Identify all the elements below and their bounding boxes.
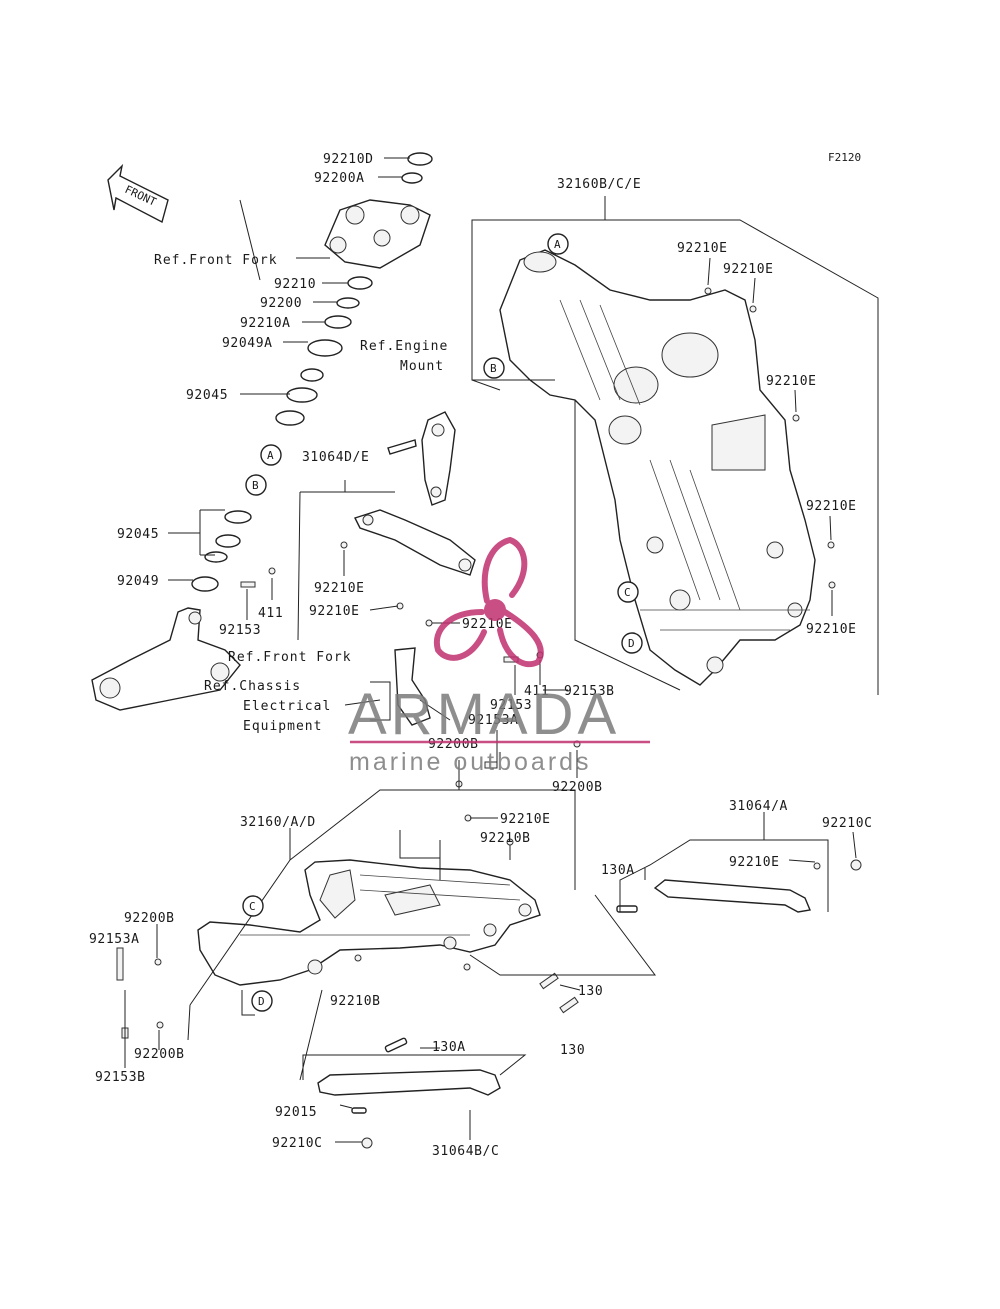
label-92210E-c: 92210E xyxy=(462,617,513,632)
label-92015: 92015 xyxy=(275,1105,317,1120)
label-92210E-g: 92210E xyxy=(806,499,857,514)
stay-upper xyxy=(616,859,862,913)
propeller-logo-icon xyxy=(433,536,544,668)
label-92210C-b: 92210C xyxy=(272,1136,323,1151)
label-32160BCE: 32160B/C/E xyxy=(557,177,641,192)
circle-marker-b-left: B xyxy=(245,474,267,496)
steering-stem-parts xyxy=(91,152,433,711)
label-92153A-b: 92153A xyxy=(89,932,140,947)
label-92200: 92200 xyxy=(260,296,302,311)
label-92153A-a: 92153A xyxy=(468,713,519,728)
label-92210D: 92210D xyxy=(323,152,374,167)
label-92153B-b: 92153B xyxy=(95,1070,146,1085)
circle-marker-d-top: D xyxy=(621,632,643,654)
svg-text:D: D xyxy=(258,995,265,1008)
label-ref-engine-mount-1: Ref.Engine xyxy=(360,339,448,354)
label-31064DE: 31064D/E xyxy=(302,450,369,465)
figure-code: F2120 xyxy=(828,151,861,164)
label-92200B-b: 92200B xyxy=(552,780,603,795)
label-411-a: 411 xyxy=(258,606,283,621)
label-92045-top: 92045 xyxy=(186,388,228,403)
main-frame xyxy=(499,249,816,686)
watermark-tagline: marine outboards xyxy=(349,748,592,776)
label-92200B-d: 92200B xyxy=(134,1047,185,1062)
circle-marker-b-top: B xyxy=(483,357,505,379)
label-130A-a: 130A xyxy=(601,863,635,878)
svg-text:D: D xyxy=(628,637,635,650)
circle-marker-a-left: A xyxy=(260,444,282,466)
label-31064A: 31064/A xyxy=(729,799,788,814)
svg-text:A: A xyxy=(554,238,561,251)
label-92210B-a: 92210B xyxy=(480,831,531,846)
label-ref-chassis-3: Equipment xyxy=(243,719,322,734)
front-arrow-icon: FRONT xyxy=(107,163,169,224)
label-92210E-a: 92210E xyxy=(314,581,365,596)
watermark: ARMADA marine outboards xyxy=(348,536,650,776)
label-92210E-j: 92210E xyxy=(729,855,780,870)
leader-lines xyxy=(124,157,879,1143)
svg-text:C: C xyxy=(249,900,256,913)
svg-text:B: B xyxy=(490,362,497,375)
fork-bracket xyxy=(354,509,476,726)
circle-marker-c-top: C xyxy=(617,581,639,603)
sub-frame xyxy=(197,859,541,986)
label-92210E-f: 92210E xyxy=(766,374,817,389)
label-130A-b: 130A xyxy=(432,1040,466,1055)
label-ref-front-fork-mid: Ref.Front Fork xyxy=(228,650,352,665)
svg-text:C: C xyxy=(624,586,631,599)
label-92045-bottom: 92045 xyxy=(117,527,159,542)
label-92210E-h: 92210E xyxy=(806,622,857,637)
label-ref-front-fork-top: Ref.Front Fork xyxy=(154,253,278,268)
svg-text:A: A xyxy=(267,449,274,462)
label-92210: 92210 xyxy=(274,277,316,292)
label-130-a: 130 xyxy=(578,984,603,999)
label-92200B-c: 92200B xyxy=(124,911,175,926)
label-92200A: 92200A xyxy=(314,171,365,186)
label-92210E-d: 92210E xyxy=(677,241,728,256)
svg-text:B: B xyxy=(252,479,259,492)
circle-marker-d-bottom: D xyxy=(251,990,273,1012)
watermark-brand: ARMADA xyxy=(348,682,620,747)
label-92210B-b: 92210B xyxy=(330,994,381,1009)
label-411-b: 411 xyxy=(524,684,549,699)
label-92210A: 92210A xyxy=(240,316,291,331)
label-92049A: 92049A xyxy=(222,336,273,351)
engine-mount-bracket xyxy=(387,411,456,506)
label-92210E-b: 92210E xyxy=(309,604,360,619)
label-92153B-a: 92153B xyxy=(564,684,615,699)
label-ref-chassis-1: Ref.Chassis xyxy=(204,679,301,694)
label-92210E-i: 92210E xyxy=(500,812,551,827)
label-92210C-a: 92210C xyxy=(822,816,873,831)
label-ref-chassis-2: Electrical xyxy=(243,699,331,714)
label-92153-a: 92153 xyxy=(219,623,261,638)
label-130-b: 130 xyxy=(560,1043,585,1058)
circle-marker-c-bottom: C xyxy=(242,895,264,917)
label-ref-engine-mount-2: Mount xyxy=(400,359,444,374)
label-92153-b: 92153 xyxy=(490,698,532,713)
label-31064BC: 31064B/C xyxy=(432,1144,499,1159)
label-92049: 92049 xyxy=(117,574,159,589)
circle-marker-a-top: A xyxy=(547,233,569,255)
label-32160AD: 32160/A/D xyxy=(240,815,316,830)
stay-lower xyxy=(317,1037,501,1149)
label-92210E-e: 92210E xyxy=(723,262,774,277)
